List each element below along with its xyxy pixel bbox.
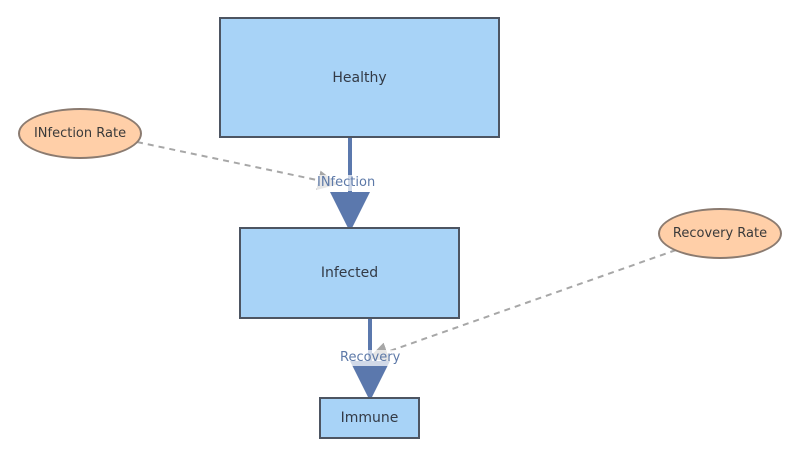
parameter-infection-rate-label: INfection Rate bbox=[33, 126, 127, 141]
stock-healthy[interactable]: Healthy bbox=[219, 17, 500, 138]
stock-immune[interactable]: Immune bbox=[319, 397, 420, 439]
flow-recovery-label[interactable]: Recovery bbox=[340, 350, 401, 366]
stock-infected[interactable]: Infected bbox=[239, 227, 460, 319]
stock-infected-label: Infected bbox=[320, 265, 379, 281]
infection-rate-link[interactable] bbox=[136, 141, 338, 191]
stock-immune-label: Immune bbox=[340, 410, 399, 426]
parameter-recovery-rate-label: Recovery Rate bbox=[672, 226, 768, 241]
flow-infection-label[interactable]: INfection bbox=[317, 175, 376, 191]
parameter-infection-rate[interactable]: INfection Rate bbox=[18, 108, 142, 159]
stock-healthy-label: Healthy bbox=[332, 69, 387, 86]
parameter-recovery-rate[interactable]: Recovery Rate bbox=[658, 208, 782, 259]
